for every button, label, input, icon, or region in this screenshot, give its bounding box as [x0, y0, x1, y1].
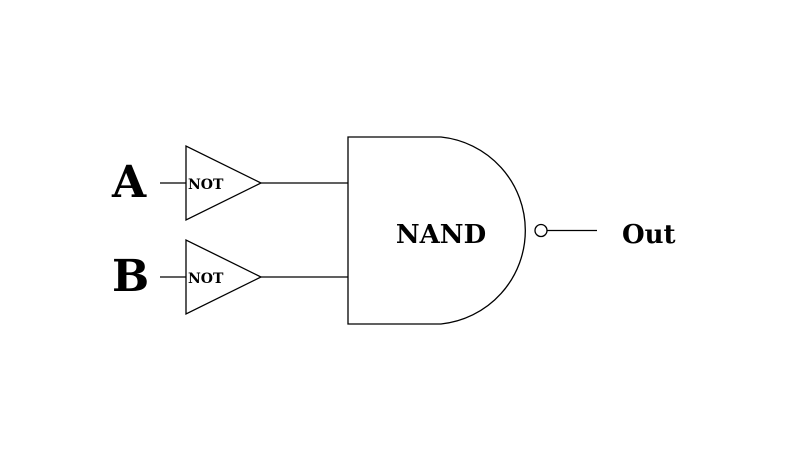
- nand-inversion-bubble: [534, 223, 548, 238]
- nand-gate-label: NAND: [396, 220, 486, 250]
- not-gate-a-label: NOT: [188, 177, 224, 193]
- input-b-group: B NOT: [112, 238, 348, 316]
- not-gate-b-label: NOT: [188, 271, 224, 287]
- nand-gate-group: NAND: [347, 136, 597, 325]
- not-gate-a: [185, 144, 263, 222]
- not-gate-b: [185, 238, 263, 316]
- output-label: Out: [622, 220, 676, 250]
- input-b-label: B: [112, 251, 149, 302]
- input-a-label: A: [111, 157, 147, 208]
- input-a-group: A NOT: [111, 144, 348, 222]
- nand-gate-body: [347, 136, 526, 325]
